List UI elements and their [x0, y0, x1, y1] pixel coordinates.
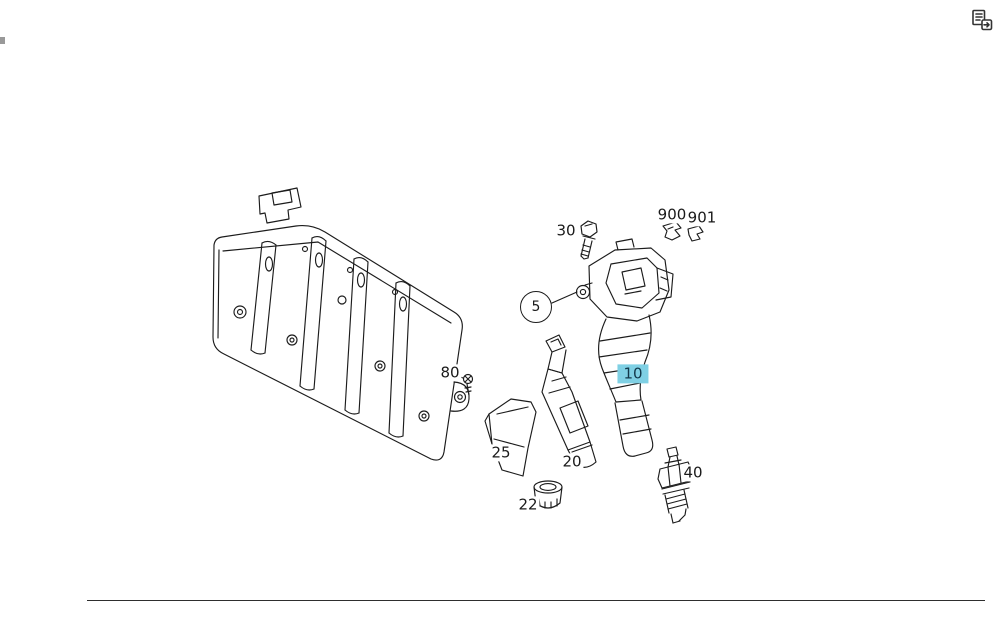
- bracket-25-art: [484, 398, 537, 477]
- part-label-25[interactable]: 25: [489, 443, 513, 462]
- engine-cover-art: [212, 187, 470, 461]
- part-label-901[interactable]: 901: [685, 208, 719, 227]
- part-label-10-highlighted[interactable]: 10: [617, 364, 649, 384]
- bolt-30-art: [580, 220, 598, 260]
- part-label-30[interactable]: 30: [554, 221, 578, 240]
- seal-901-art: [687, 225, 704, 242]
- ignition-coil-art: [575, 238, 674, 457]
- part-label-900[interactable]: 900: [655, 205, 689, 224]
- print-page-icon-svg: [972, 9, 993, 31]
- seal-900-art: [662, 221, 682, 241]
- cap-22-art: [533, 480, 563, 509]
- coil-holder-20-art: [541, 334, 597, 468]
- leader-line-5: [551, 291, 578, 304]
- part-label-80[interactable]: 80: [438, 363, 462, 382]
- part-label-20[interactable]: 20: [560, 452, 584, 471]
- part-label-22[interactable]: 22: [516, 495, 540, 514]
- print-page-icon[interactable]: [969, 7, 995, 33]
- callout-circle-5[interactable]: 5: [520, 291, 552, 323]
- bottom-divider: [87, 600, 985, 601]
- spark-plug-40-art: [657, 446, 693, 524]
- part-label-40[interactable]: 40: [681, 463, 705, 482]
- stray-mark: [0, 37, 5, 44]
